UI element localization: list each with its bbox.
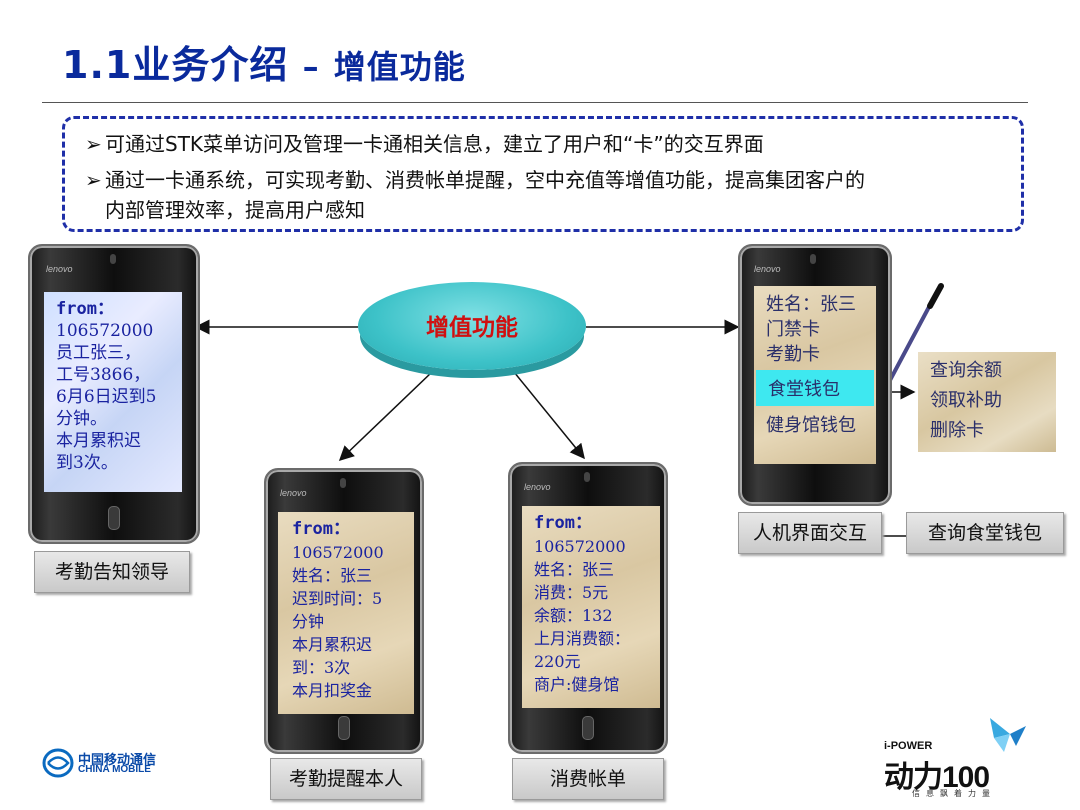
menu-item[interactable]: 考勤卡 — [766, 344, 820, 365]
bullet-1-text: 可通过STK菜单访问及管理一卡通相关信息，建立了用户和“卡”的交互界面 — [105, 132, 764, 156]
phone-1: lenovo from： 106572000 员工张三， 工号3866， 6月6… — [28, 244, 200, 544]
sms-line: 分钟。 — [56, 409, 107, 429]
ipower-logo-icon — [990, 718, 1026, 752]
center-ellipse — [358, 282, 586, 370]
sms-from: from： — [292, 519, 350, 539]
stylus-tip-icon — [927, 283, 944, 309]
title-main: 1.1业务介绍 — [62, 43, 289, 87]
menu-item-highlighted-label: 食堂钱包 — [768, 379, 840, 400]
intro-box: ➢可通过STK菜单访问及管理一卡通相关信息，建立了用户和“卡”的交互界面 ➢通过… — [62, 116, 1024, 232]
phone-brand: lenovo — [524, 482, 551, 492]
sms-line: 106572000 — [56, 321, 154, 341]
sms-line: 消费：5元 — [534, 583, 609, 602]
ipower-label: i-POWER — [884, 740, 933, 752]
home-button-icon — [108, 506, 120, 530]
sms-line: 本月扣奖金 — [292, 681, 373, 700]
sms-line: 6月6日迟到5 — [56, 387, 157, 407]
phone-1-screen: from： 106572000 员工张三， 工号3866， 6月6日迟到5 分钟… — [44, 292, 182, 492]
title-dash: – — [302, 48, 320, 86]
phone-brand: lenovo — [754, 264, 781, 274]
speaker-icon — [810, 254, 816, 264]
sms-line: 本月累积迟 — [56, 431, 141, 451]
sms-line: 220元 — [534, 652, 581, 671]
bullet-arrow-icon: ➢ — [85, 132, 102, 156]
sms-line: 余额：132 — [534, 606, 613, 625]
caption-phone-2: 考勤提醒本人 — [270, 758, 422, 800]
menu-item[interactable]: 门禁卡 — [766, 319, 820, 340]
sms-line: 106572000 — [534, 537, 626, 556]
caption-phone-3: 消费帐单 — [512, 758, 664, 800]
phone-2-screen: from： 106572000 姓名：张三 迟到时间：5 分钟 本月累积迟 到：… — [278, 512, 414, 714]
submenu-item[interactable]: 领取补助 — [930, 390, 1002, 411]
bullet-2: ➢通过一卡通系统，可实现考勤、消费帐单提醒，空中充值等增值功能，提高集团客户的 — [85, 165, 865, 195]
sms-line: 姓名：张三 — [534, 560, 615, 579]
sms-line: 姓名：张三 — [292, 566, 373, 585]
phone-3-screen: from： 106572000 姓名：张三 消费：5元 余额：132 上月消费额… — [522, 506, 660, 708]
submenu-item[interactable]: 删除卡 — [930, 420, 984, 441]
speaker-icon — [110, 254, 116, 264]
page-title: 1.1业务介绍 – 增值功能 — [62, 34, 466, 89]
phone-2: lenovo from： 106572000 姓名：张三 迟到时间：5 分钟 本… — [264, 468, 424, 754]
caption-submenu: 查询食堂钱包 — [906, 512, 1064, 554]
bullet-arrow-icon: ➢ — [85, 168, 102, 192]
sms-line: 工号3866， — [56, 365, 151, 385]
submenu-item[interactable]: 查询余额 — [930, 360, 1002, 381]
sms-line: 本月累积迟 — [292, 635, 373, 654]
sms-line: 106572000 — [292, 543, 384, 562]
china-mobile-logo-icon — [42, 748, 74, 778]
home-button-icon — [582, 716, 594, 740]
speaker-icon — [340, 478, 346, 488]
sms-line: 分钟 — [292, 612, 325, 631]
ipower-tagline: 信息飘着力量 — [912, 789, 996, 798]
sms-line: 到：3次 — [292, 658, 351, 677]
title-sub: 增值功能 — [333, 48, 466, 86]
bullet-1: ➢可通过STK菜单访问及管理一卡通相关信息，建立了用户和“卡”的交互界面 — [85, 129, 764, 159]
china-mobile-en: CHINA MOBILE — [78, 764, 151, 775]
menu-item-highlighted[interactable]: 食堂钱包 — [756, 370, 874, 406]
speaker-icon — [584, 472, 590, 482]
ipower-brand: 动力100 — [884, 761, 990, 794]
arrow-down-right — [513, 371, 585, 460]
center-label: 增值功能 — [426, 315, 518, 341]
caption-phone-1: 考勤告知领导 — [34, 551, 190, 593]
arrow-down-left — [338, 371, 433, 462]
bullet-2-text-line1: 通过一卡通系统，可实现考勤、消费帐单提醒，空中充值等增值功能，提高集团客户的 — [105, 168, 865, 192]
sms-from: from： — [56, 299, 114, 319]
phone-brand: lenovo — [46, 264, 73, 274]
sms-line: 上月消费额： — [534, 629, 631, 648]
home-button-icon — [338, 716, 350, 740]
menu-item[interactable]: 姓名：张三 — [766, 294, 856, 315]
sms-line: 员工张三， — [56, 343, 141, 363]
sms-line: 商户:健身馆 — [534, 675, 620, 694]
title-divider — [42, 102, 1028, 103]
submenu-panel: 查询余额 领取补助 删除卡 — [918, 352, 1056, 452]
menu-item[interactable]: 健身馆钱包 — [766, 415, 856, 436]
sms-line: 迟到时间：5 — [292, 589, 383, 608]
bullet-2-text-line2: 内部管理效率，提高用户感知 — [105, 198, 365, 222]
caption-phone-4: 人机界面交互 — [738, 512, 882, 554]
phone-3: lenovo from： 106572000 姓名：张三 消费：5元 余额：13… — [508, 462, 668, 754]
phone-brand: lenovo — [280, 488, 307, 498]
china-mobile-cn: 中国移动通信 — [78, 753, 157, 768]
sms-line: 到3次。 — [56, 453, 118, 473]
sms-from: from： — [534, 513, 592, 533]
